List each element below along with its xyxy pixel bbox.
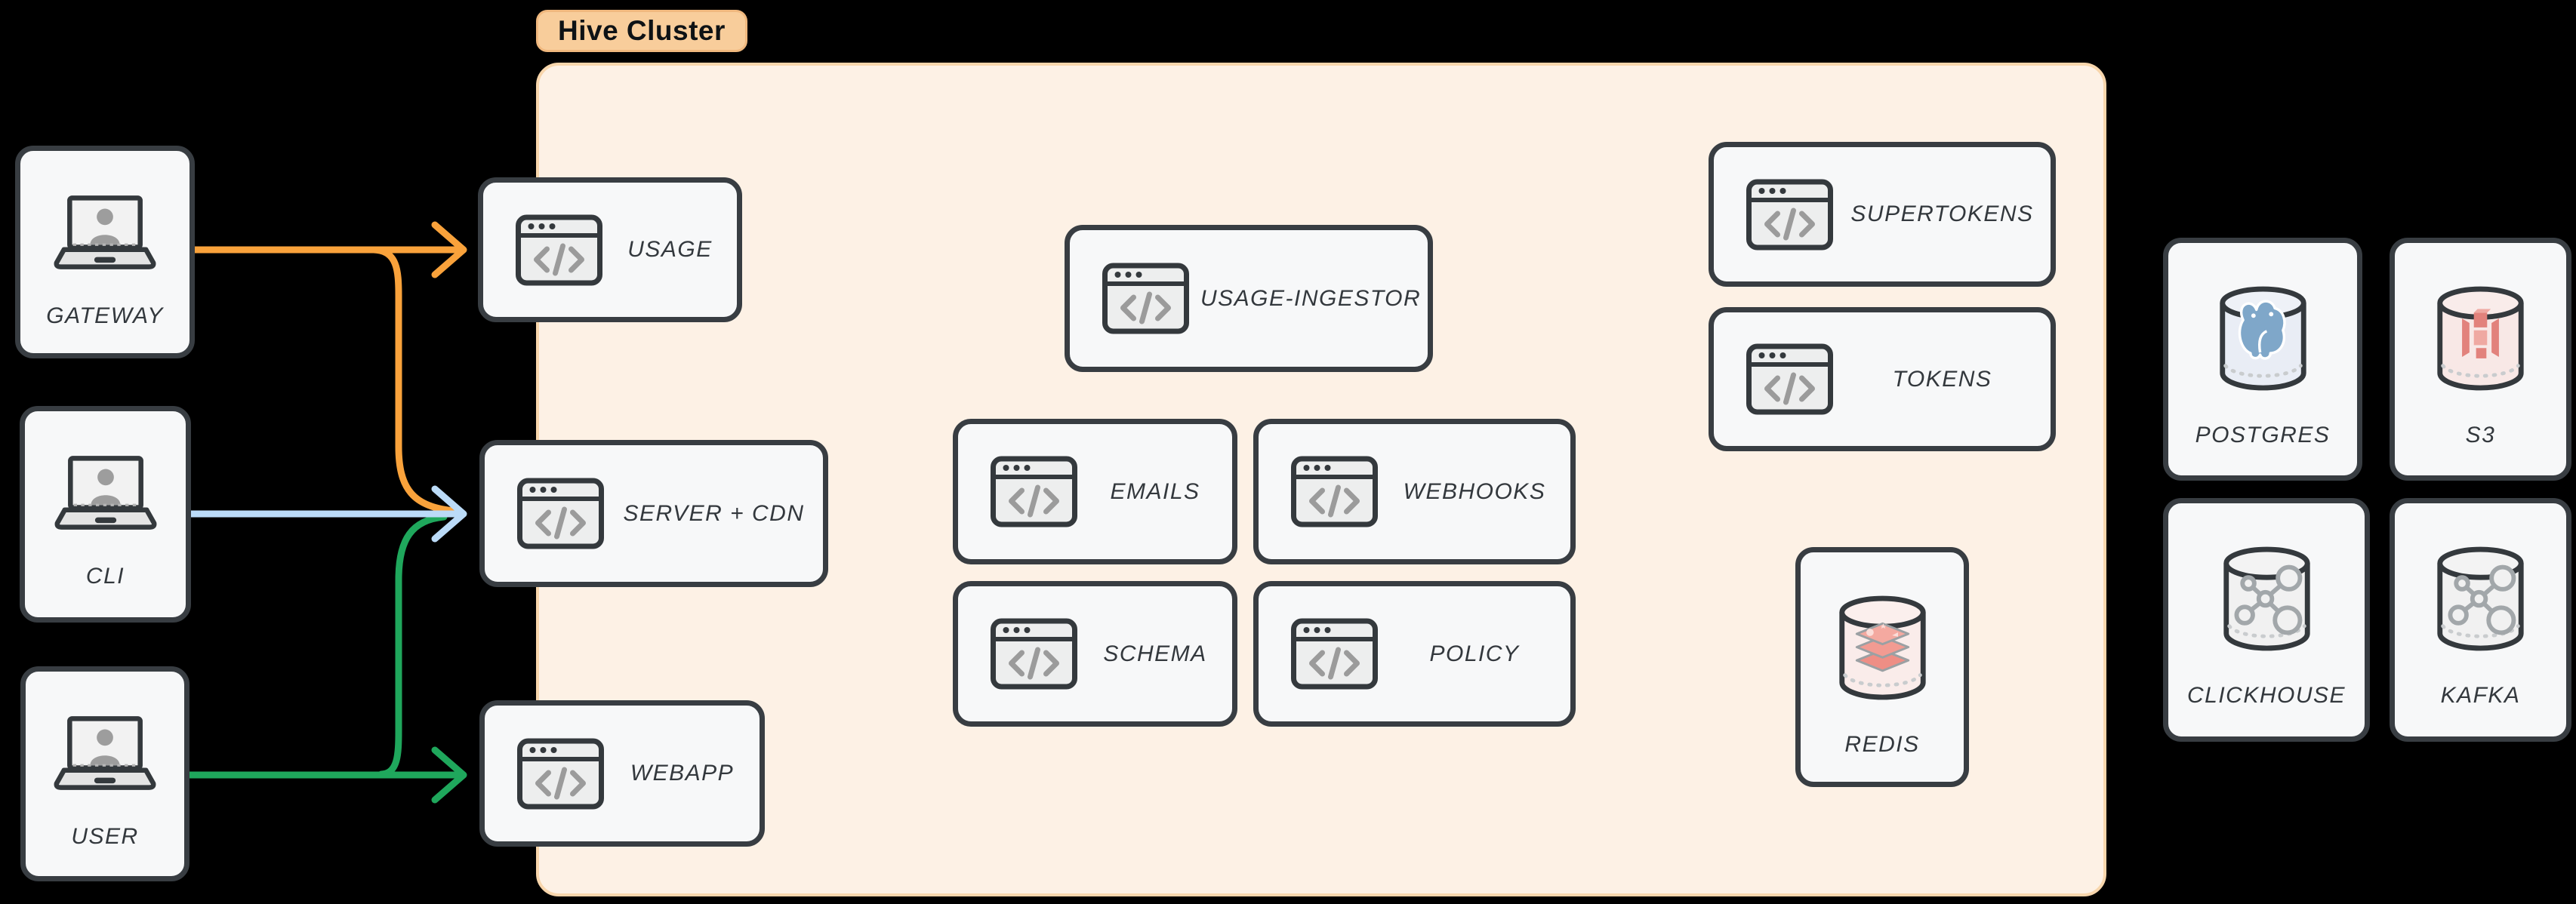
hive-cluster-label: Hive Cluster (536, 10, 747, 52)
node-schema: SCHEMA (953, 581, 1237, 727)
node-user: USER (20, 666, 190, 881)
node-postgres: POSTGRES (2163, 238, 2362, 481)
code-window-icon (1290, 456, 1379, 527)
node-webapp-label: WEBAPP (630, 761, 735, 786)
postgres-database-icon (2215, 284, 2311, 395)
node-cli: CLI (20, 406, 191, 623)
node-usage-ingestor: USAGE-INGESTOR (1065, 225, 1433, 372)
laptop-user-icon (48, 195, 162, 270)
node-clickhouse: CLICKHOUSE (2163, 498, 2370, 742)
edge-user-to-server-cdn (377, 513, 448, 778)
node-tokens-label: TOKENS (1892, 366, 1992, 392)
node-emails-label: EMAILS (1110, 478, 1200, 504)
node-schema-label: SCHEMA (1103, 641, 1207, 666)
node-cli-label: CLI (85, 564, 125, 589)
code-window-icon (516, 738, 605, 810)
node-redis: REDIS (1795, 547, 1969, 787)
code-window-icon (990, 456, 1078, 527)
s3-database-icon (2433, 284, 2528, 395)
laptop-user-icon (48, 715, 162, 791)
laptop-user-icon (48, 455, 163, 530)
clickhouse-database-icon (2219, 545, 2315, 656)
node-policy-label: POLICY (1429, 641, 1520, 666)
node-emails: EMAILS (953, 419, 1237, 564)
edge-user-to-webapp (186, 746, 467, 804)
node-webhooks-label: WEBHOOKS (1403, 478, 1546, 504)
node-clickhouse-label: CLICKHOUSE (2186, 683, 2346, 708)
node-user-label: USER (71, 824, 139, 849)
node-usage: USAGE (478, 177, 742, 322)
kafka-database-icon (2433, 545, 2528, 656)
node-kafka: KAFKA (2390, 498, 2571, 742)
edge-gateway-to-usage (191, 221, 467, 278)
node-gateway: GATEWAY (15, 146, 195, 358)
node-kafka-label: KAFKA (2440, 683, 2521, 708)
redis-database-icon (1835, 594, 1930, 705)
node-redis-label: REDIS (1844, 732, 1920, 757)
node-webapp: WEBAPP (479, 700, 765, 847)
node-s3-label: S3 (2465, 423, 2496, 447)
code-window-icon (1746, 179, 1834, 251)
node-supertokens: SUPERTOKENS (1709, 142, 2056, 287)
code-window-icon (516, 478, 605, 549)
node-postgres-label: POSTGRES (2195, 423, 2331, 447)
node-supertokens-label: SUPERTOKENS (1850, 201, 2034, 226)
code-window-icon (1290, 618, 1379, 690)
node-server-cdn: SERVER + CDN (479, 440, 828, 587)
node-server-cdn-label: SERVER + CDN (623, 500, 805, 526)
code-window-icon (990, 618, 1078, 690)
node-tokens: TOKENS (1709, 307, 2056, 451)
node-gateway-label: GATEWAY (46, 303, 164, 328)
edge-cli-to-server-cdn (187, 485, 467, 543)
node-s3: S3 (2390, 238, 2571, 481)
edge-gateway-to-server-cdn (370, 246, 460, 515)
code-window-icon (1102, 263, 1190, 334)
node-policy: POLICY (1253, 581, 1576, 727)
code-window-icon (1746, 343, 1834, 415)
node-usage-ingestor-label: USAGE-INGESTOR (1200, 285, 1422, 311)
hive-cluster-label-text: Hive Cluster (558, 15, 726, 46)
code-window-icon (515, 214, 603, 286)
node-webhooks: WEBHOOKS (1253, 419, 1576, 564)
node-usage-label: USAGE (627, 237, 713, 262)
